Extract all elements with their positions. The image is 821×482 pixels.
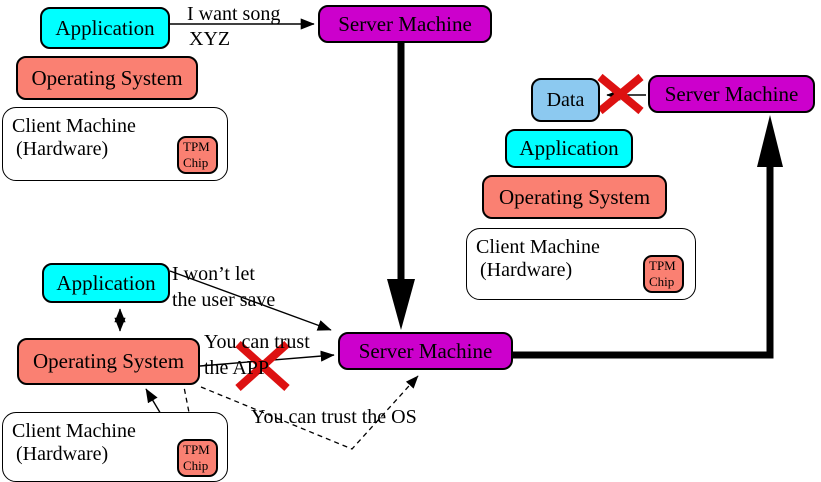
os-vouch-text: You can trust the APP [204,331,310,379]
server-machine-label: Server Machine [338,11,472,36]
os-box-right: Operating System [482,175,667,219]
os-label: Operating System [32,349,185,373]
client-machine-box-right: Client Machine (Hardware) TPM Chip [466,228,696,300]
song-request-text-line2: XYZ [189,28,231,50]
server-machine-box-top: Server Machine [318,5,492,43]
os-box-bottom-left: Operating System [17,338,200,385]
tpm-chip-right: TPM Chip [643,255,684,293]
application-box-right: Application [505,129,633,168]
data-denied-x-icon [597,73,644,115]
os-box-top-left: Operating System [16,56,198,100]
client-machine-box-bottom-left: Client Machine (Hardware) TPM Chip [2,412,228,482]
server-machine-box-bottom: Server Machine [338,332,513,370]
server-redirect-thick-arrow [387,43,415,330]
server-machine-label: Server Machine [664,81,799,106]
application-label: Application [519,136,619,160]
client-machine-label: Client Machine (Hardware) [12,115,136,160]
tpm-chip-bottom-left: TPM Chip [177,439,218,477]
app-promise-text: I won’t let the user save [172,263,276,311]
application-label: Application [55,15,155,40]
tpm-chip-top-left: TPM Chip [177,136,218,174]
client-machine-label: Client Machine (Hardware) [476,236,600,281]
os-label: Operating System [498,184,651,209]
application-box-top-left: Application [40,7,170,49]
os-label: Operating System [31,65,183,90]
client-machine-label: Client Machine (Hardware) [12,420,136,465]
server-machine-label: Server Machine [358,338,493,363]
song-request-text-line1: I want song [187,3,281,25]
client-machine-box-top-left: Client Machine (Hardware) TPM Chip [2,107,228,181]
application-box-bottom-left: Application [42,263,170,303]
data-box: Data [531,78,600,122]
server-machine-box-right: Server Machine [648,75,815,113]
application-label: Application [56,270,156,295]
data-label: Data [546,88,585,111]
tpm-vouch-text: You can trust the OS [251,406,417,428]
